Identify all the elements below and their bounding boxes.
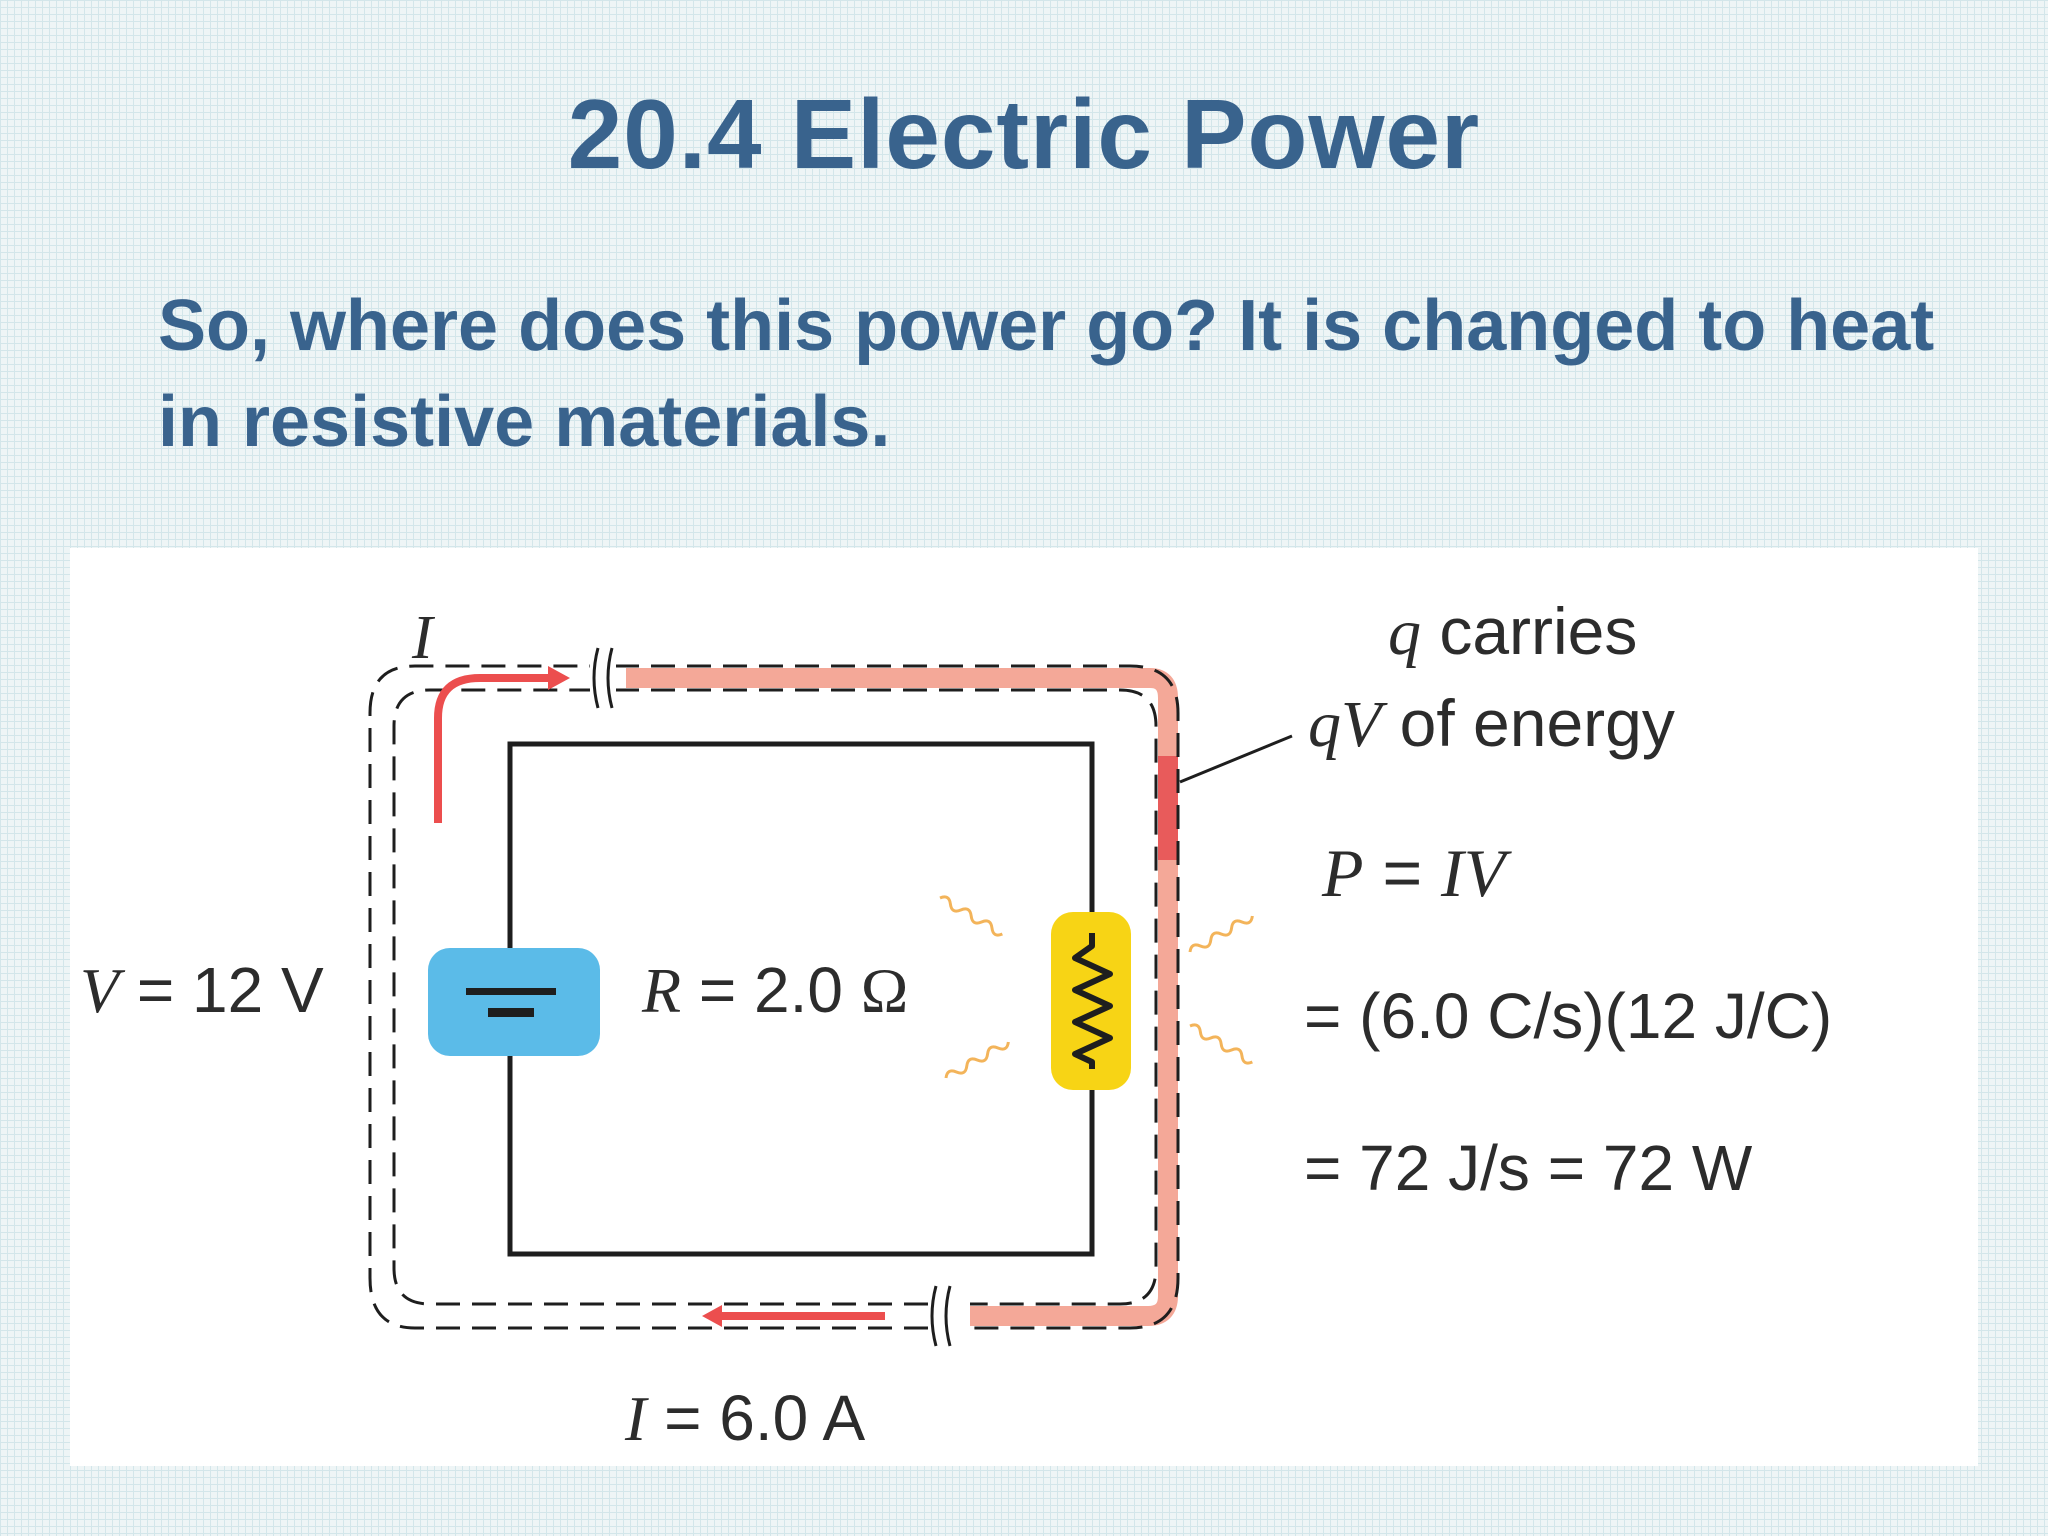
current-arrow-head-bottom: [702, 1305, 722, 1327]
loop-break-bottom: [930, 1285, 954, 1347]
slide-title: 20.4 Electric Power: [567, 79, 1481, 189]
current-arrow-icon: [434, 674, 548, 823]
slide-body-text: So, where does this power go? It is chan…: [158, 286, 1935, 462]
energy-band: [626, 668, 1178, 1326]
charge-note-line1: q carries: [1388, 594, 1637, 669]
resistance-label: R = 2.0 Ω: [641, 954, 908, 1026]
heat-wave-icon: [939, 895, 1254, 1079]
charge-note-line2: qV of energy: [1308, 686, 1675, 761]
charge-leader-line: [1179, 734, 1293, 784]
circuit-diagram: I V = 12 V R = 2.0 Ω I = 6.0 A q carries…: [80, 594, 1832, 1454]
charge-segment: [1158, 756, 1178, 860]
voltage-label: V = 12 V: [80, 954, 324, 1026]
loop-break-top: [592, 647, 616, 709]
power-calc-line2: = 72 J/s = 72 W: [1304, 1132, 1753, 1204]
dashed-inner-loop: [615, 688, 1158, 1306]
power-equation: P = IV: [1321, 835, 1513, 911]
battery-icon: [466, 980, 556, 1024]
current-label-bottom: I = 6.0 A: [624, 1382, 865, 1454]
current-arrow-head-top: [548, 666, 570, 690]
current-label-top: I: [411, 604, 436, 672]
dashed-outer-loop-left: [368, 664, 928, 1330]
power-calc-line1: = (6.0 C/s)(12 J/C): [1304, 980, 1832, 1052]
resistor-icon: [1072, 933, 1113, 1069]
dashed-outer-loop: [615, 664, 1180, 1330]
dashed-inner-loop-left: [392, 688, 928, 1306]
circuit-figure-panel: I V = 12 V R = 2.0 Ω I = 6.0 A q carries…: [70, 548, 1978, 1466]
